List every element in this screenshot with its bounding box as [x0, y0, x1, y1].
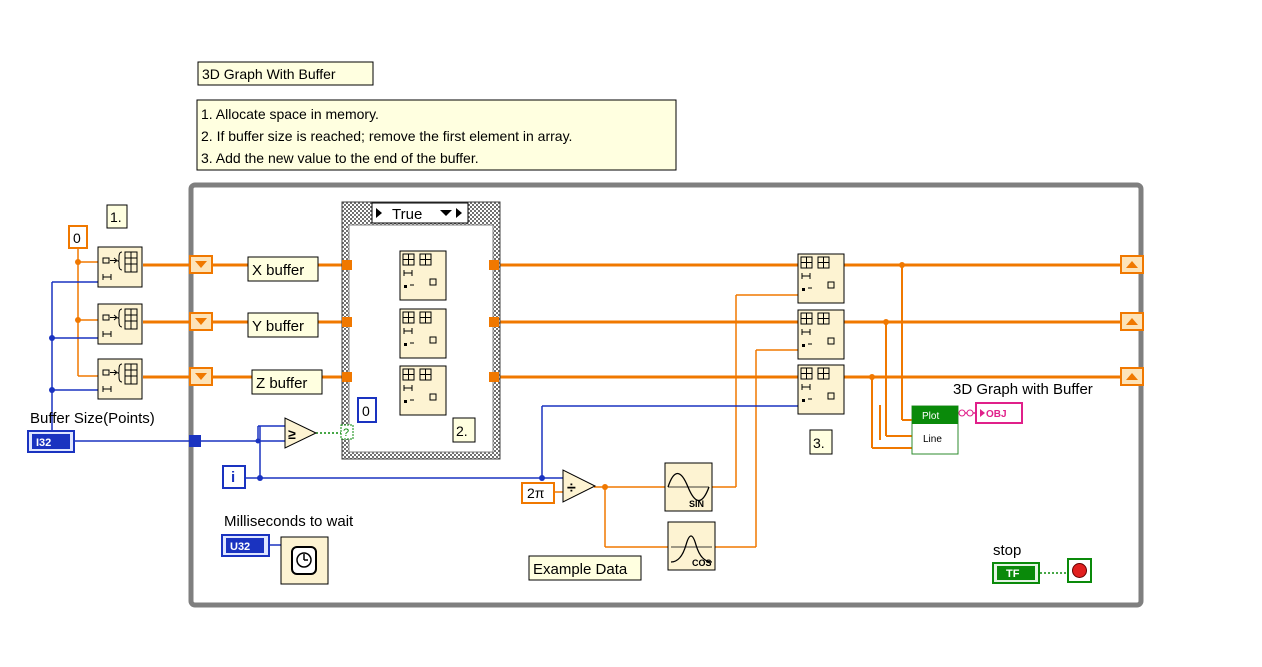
plot-property-node[interactable]: Plot Line [911, 405, 959, 455]
step-1-text: 1. Allocate space in memory. [201, 106, 379, 122]
cosine-node[interactable]: COS [667, 521, 716, 571]
shift-register-left-z[interactable] [189, 367, 213, 386]
z-buffer-label: Z buffer [251, 369, 323, 395]
orange-junctions [75, 259, 905, 490]
svg-text:Z buffer: Z buffer [256, 375, 307, 392]
initialize-array-y-node[interactable] [97, 303, 143, 345]
svg-text:3.: 3. [813, 435, 825, 451]
shift-register-right-y[interactable] [1120, 312, 1144, 331]
wait-ms-control[interactable]: U32 [221, 534, 270, 557]
svg-text:2π: 2π [527, 485, 545, 501]
title-comment: 3D Graph With Buffer [197, 61, 374, 86]
case-next-arrow-icon[interactable] [456, 208, 462, 218]
svg-text:U32: U32 [230, 541, 250, 553]
svg-text:OBJ: OBJ [986, 409, 1007, 420]
wait-ms-node[interactable] [280, 536, 329, 585]
plot-line-property: Line [923, 434, 942, 445]
svg-text:0: 0 [362, 403, 370, 419]
svg-text:1.: 1. [110, 209, 122, 225]
graph-label: 3D Graph with Buffer [953, 381, 1093, 398]
case-selector-terminal: ? [340, 424, 354, 440]
buffer-size-control[interactable]: I32 [27, 430, 75, 453]
loop-condition-terminal[interactable] [1067, 558, 1092, 583]
case-selector-value: True [392, 206, 422, 223]
buffer-size-tunnel [189, 435, 201, 447]
loop-iteration-terminal: i [222, 465, 246, 489]
shift-register-right-z[interactable] [1120, 367, 1144, 386]
step-2-marker: 2. [452, 417, 476, 443]
title-text: 3D Graph With Buffer [202, 66, 336, 82]
step-1-marker: 1. [106, 204, 128, 229]
y-buffer-label: Y buffer [247, 312, 319, 338]
insert-into-array-z-node[interactable] [797, 364, 845, 415]
insert-into-array-y-node[interactable] [797, 309, 845, 360]
shift-register-left-x[interactable] [189, 255, 213, 274]
greater-or-equal-node[interactable]: ≥ [284, 417, 318, 449]
step-2-text: 2. If buffer size is reached; remove the… [201, 128, 572, 144]
initialize-array-z-node[interactable] [97, 358, 143, 400]
shift-register-left-y[interactable] [189, 312, 213, 331]
insert-into-array-x-node[interactable] [797, 253, 845, 304]
sine-node[interactable]: SIN [664, 462, 713, 512]
svg-text:SIN: SIN [689, 499, 704, 509]
stop-control[interactable]: TF [992, 562, 1040, 584]
svg-text:Y buffer: Y buffer [252, 318, 304, 335]
chevron-down-icon[interactable] [440, 210, 452, 216]
case-prev-arrow-icon[interactable] [376, 208, 382, 218]
zero-init-constant[interactable]: 0 [68, 225, 88, 249]
stop-label: stop [993, 542, 1021, 559]
svg-text:i: i [231, 469, 235, 486]
cosine-wave-icon [670, 535, 713, 563]
two-pi-constant[interactable]: 2π [521, 482, 555, 504]
steps-comment: 1. Allocate space in memory. 2. If buffe… [196, 99, 677, 171]
buffer-size-label: Buffer Size(Points) [30, 410, 155, 427]
step-3-text: 3. Add the new value to the end of the b… [201, 150, 479, 166]
svg-text:?: ? [343, 427, 349, 439]
delete-from-array-x-node[interactable] [399, 250, 447, 301]
graph-refnum[interactable]: OBJ [975, 402, 1023, 424]
delete-from-array-y-node[interactable] [399, 308, 447, 359]
svg-text:÷: ÷ [567, 480, 576, 497]
divide-node[interactable]: ÷ [562, 469, 597, 503]
x-buffer-label: X buffer [247, 256, 319, 282]
sine-wave-icon [667, 472, 710, 502]
refnum-wire [958, 409, 976, 417]
boolean-wires [316, 432, 1068, 574]
example-data-label: Example Data [528, 555, 642, 581]
stop-sign-icon [1072, 563, 1087, 578]
svg-text:Example Data: Example Data [533, 561, 628, 578]
shift-register-right-x[interactable] [1120, 255, 1144, 274]
initialize-array-x-node[interactable] [97, 246, 143, 288]
case-selector[interactable]: True [371, 202, 469, 224]
svg-text:2.: 2. [456, 423, 468, 439]
plot-header: Plot [922, 411, 939, 422]
svg-text:COS: COS [692, 558, 712, 568]
step-3-marker: 3. [809, 429, 833, 455]
svg-text:I32: I32 [36, 437, 51, 449]
case-tunnels [342, 260, 499, 382]
svg-text:≥: ≥ [288, 426, 296, 442]
svg-text:X buffer: X buffer [252, 262, 304, 279]
svg-text:TF: TF [1006, 568, 1020, 580]
while-loop[interactable] [188, 182, 1144, 608]
svg-text:0: 0 [73, 230, 81, 246]
wait-label: Milliseconds to wait [224, 513, 354, 530]
delete-from-array-z-node[interactable] [399, 365, 447, 416]
zero-index-constant[interactable]: 0 [357, 397, 377, 423]
